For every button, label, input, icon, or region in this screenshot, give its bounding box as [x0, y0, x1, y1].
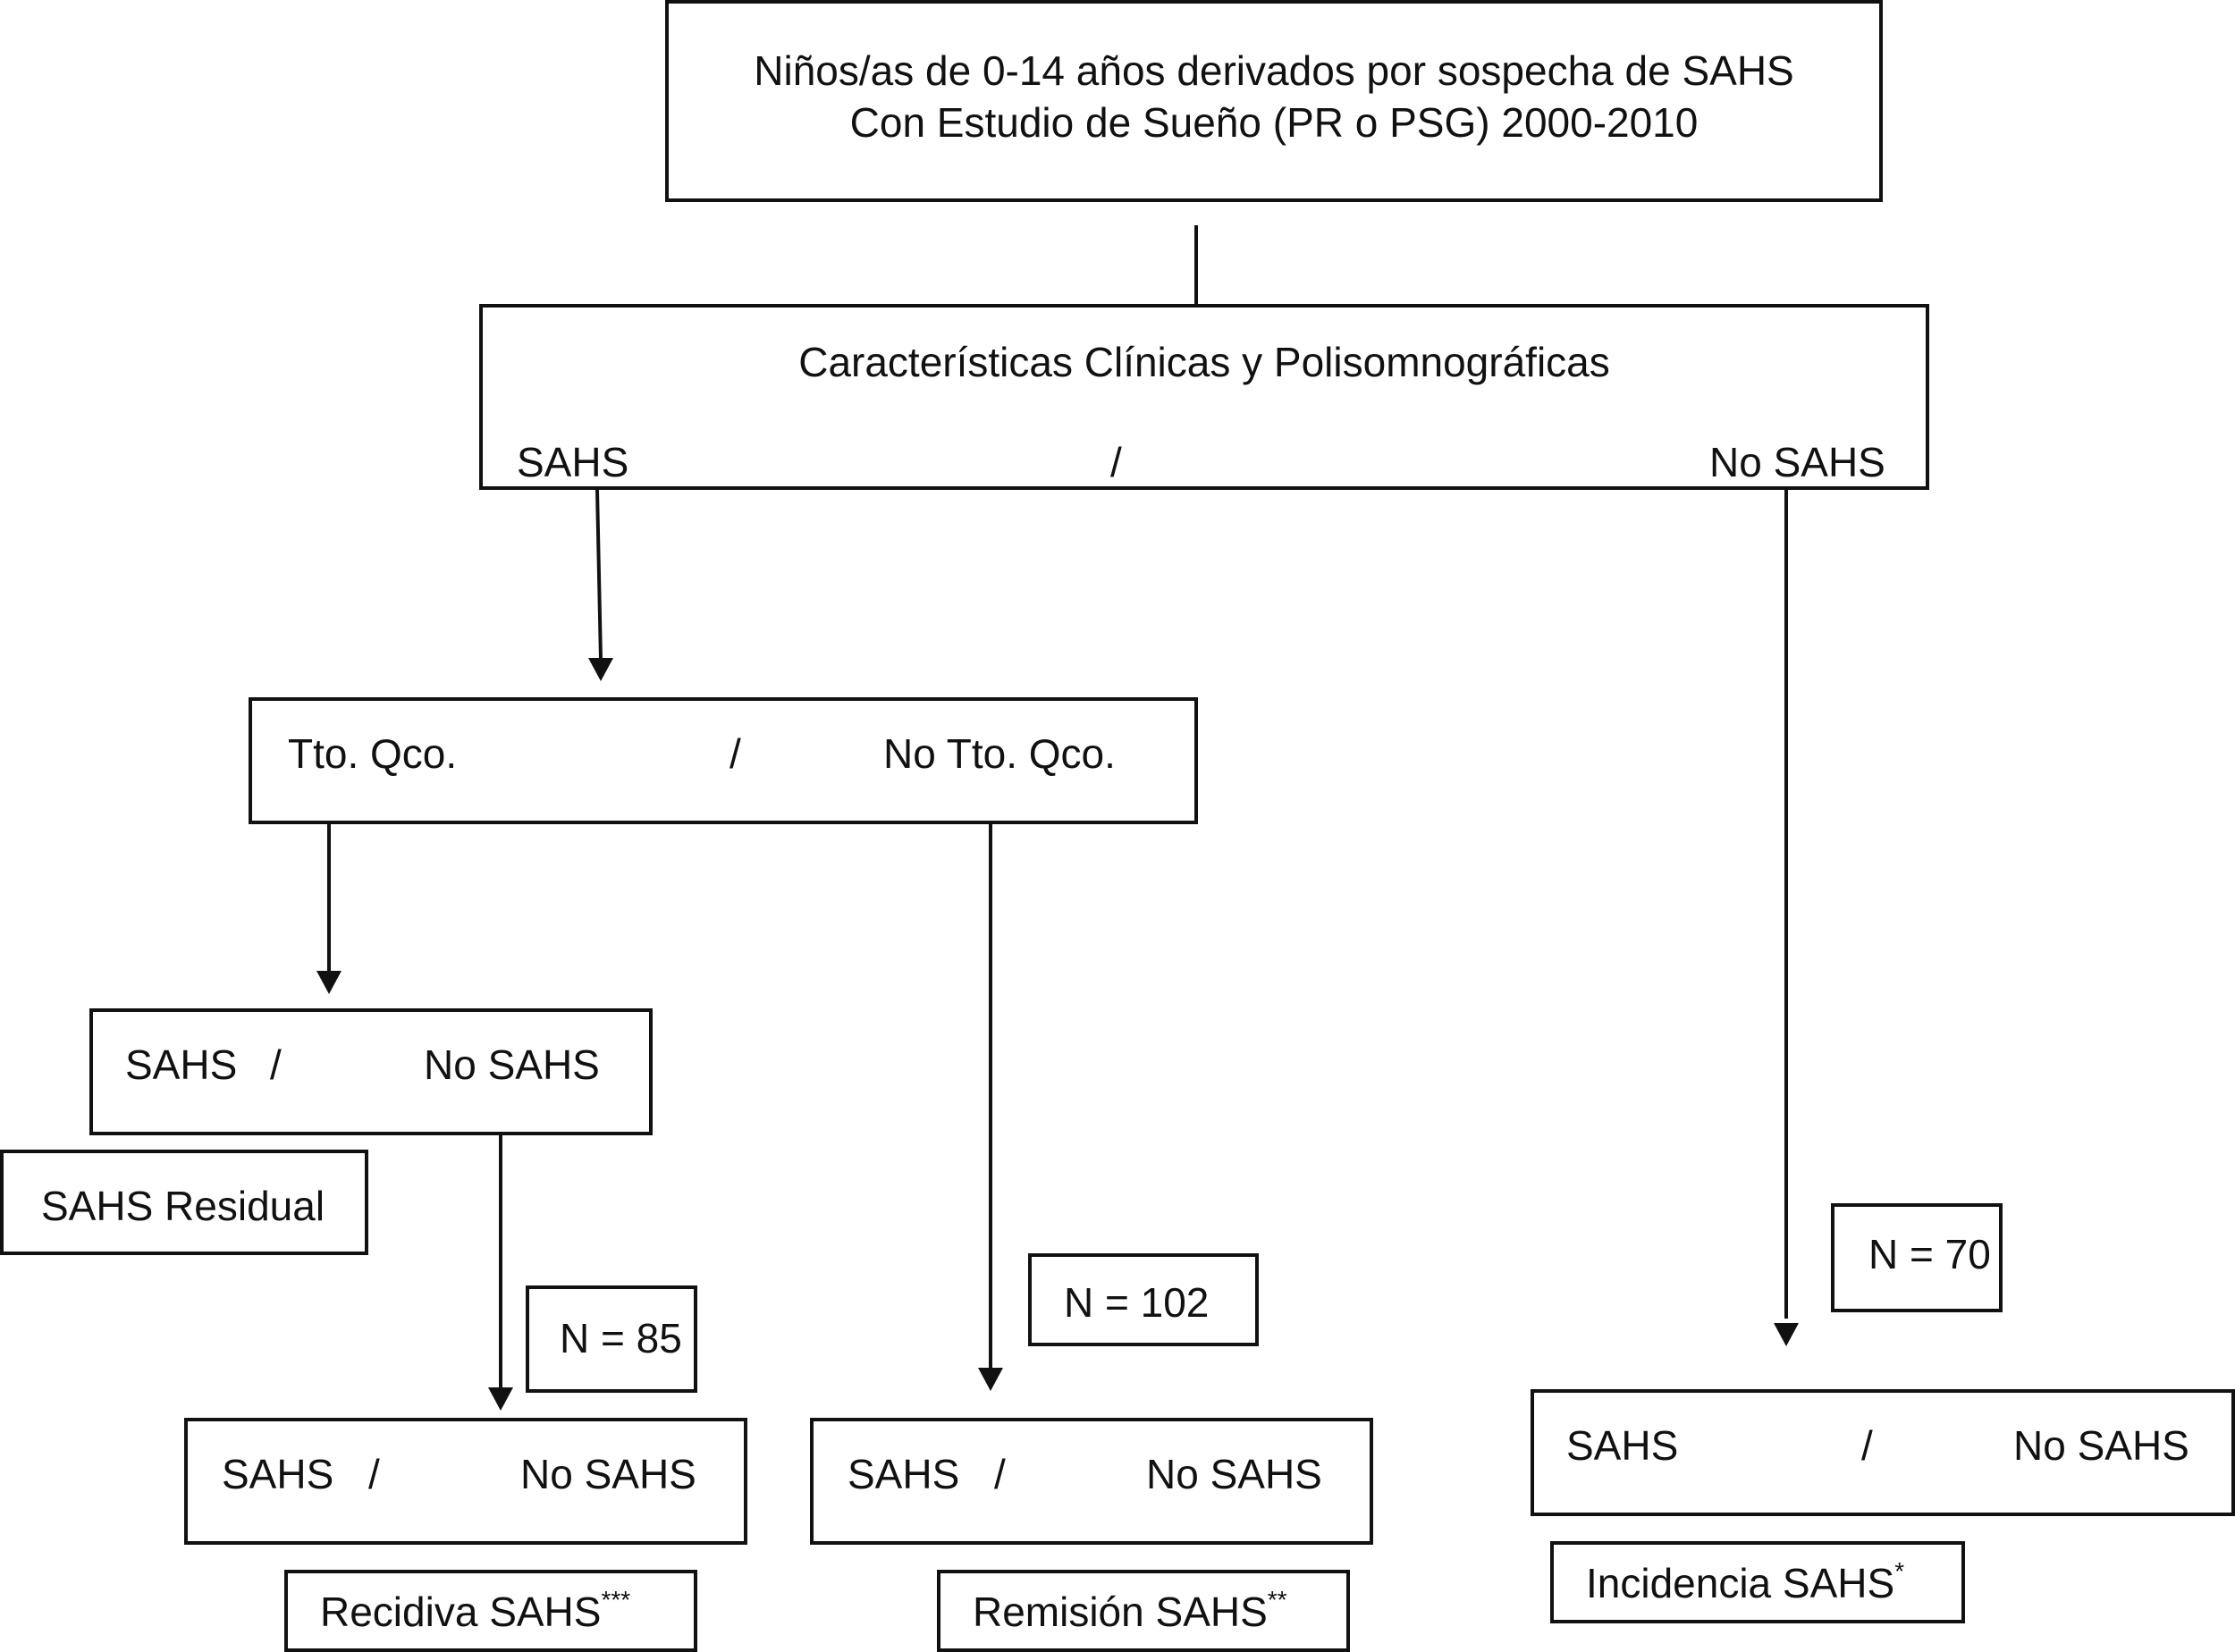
characteristics-box: Características Clínicas y Polisomnográf… [479, 304, 1929, 490]
post-surgery-box: SAHS / No SAHS [89, 1008, 653, 1135]
incidence-label: Incidencia SAHS* [1586, 1557, 1905, 1606]
incidence-footnote-mark: * [1894, 1557, 1905, 1585]
post-surgery-separator: / [270, 1041, 282, 1088]
remission-sahs-label: SAHS [848, 1451, 960, 1497]
recurrence-sahs-label: SAHS [222, 1451, 334, 1497]
treatment-box: Tto. Qco. / No Tto. Qco. [249, 697, 1198, 824]
outcome-incidence-box: SAHS / No SAHS [1531, 1389, 2235, 1516]
treatment-separator: / [730, 730, 741, 777]
count-surgery-box: N = 85 [526, 1285, 697, 1393]
recurrence-no-sahs-label: No SAHS [520, 1451, 696, 1497]
post-surgery-sahs-label: SAHS [125, 1041, 238, 1088]
population-line-1: Niños/as de 0-14 años derivados por sosp… [754, 47, 1794, 94]
arrowhead-incidence [1774, 1323, 1799, 1346]
count-no-surgery-box: N = 102 [1028, 1253, 1259, 1346]
remission-separator: / [994, 1451, 1006, 1497]
incidence-label-box: Incidencia SAHS* [1550, 1541, 1965, 1623]
residual-sahs-box: SAHS Residual [0, 1150, 368, 1255]
recurrence-label-box: Recidiva SAHS*** [284, 1570, 697, 1652]
residual-sahs-label: SAHS Residual [41, 1183, 325, 1229]
count-no-surgery: N = 102 [1064, 1279, 1210, 1326]
incidence-sahs-label: SAHS [1566, 1422, 1679, 1469]
treatment-no-surgery-label: No Tto. Qco. [883, 730, 1116, 777]
remission-label: Remisión SAHS** [973, 1586, 1287, 1635]
count-no-sahs: N = 70 [1868, 1231, 1991, 1277]
post-surgery-no-sahs-label: No SAHS [424, 1041, 600, 1088]
arrowhead-remission [978, 1368, 1003, 1391]
characteristics-sahs-label: SAHS [517, 439, 629, 485]
recurrence-label: Recidiva SAHS*** [320, 1586, 631, 1635]
incidence-separator: / [1861, 1422, 1873, 1469]
characteristics-no-sahs-label: No SAHS [1709, 439, 1885, 485]
outcome-remission-box: SAHS / No SAHS [810, 1418, 1373, 1545]
count-no-sahs-box: N = 70 [1831, 1203, 2003, 1312]
treatment-surgery-label: Tto. Qco. [288, 730, 458, 777]
recurrence-separator: / [368, 1451, 380, 1497]
remission-footnote-mark: ** [1267, 1586, 1287, 1614]
arrowhead-recurrence [488, 1387, 513, 1411]
incidence-no-sahs-label: No SAHS [2013, 1422, 2189, 1469]
remission-label-box: Remisión SAHS** [937, 1570, 1350, 1652]
characteristics-title: Características Clínicas y Polisomnográf… [798, 339, 1610, 385]
population-line-2: Con Estudio de Sueño (PR o PSG) 2000-201… [849, 99, 1699, 146]
population-box: Niños/as de 0-14 años derivados por sosp… [665, 0, 1883, 202]
outcome-recurrence-box: SAHS / No SAHS [184, 1418, 747, 1545]
characteristics-separator: / [1110, 439, 1122, 485]
recurrence-footnote-mark: *** [601, 1586, 631, 1614]
count-surgery: N = 85 [560, 1315, 682, 1361]
arrowhead-post-surgery [316, 971, 342, 994]
arrowhead-treatment [588, 658, 613, 681]
remission-no-sahs-label: No SAHS [1146, 1451, 1322, 1497]
connector-sahs-to-treatment [595, 489, 603, 661]
